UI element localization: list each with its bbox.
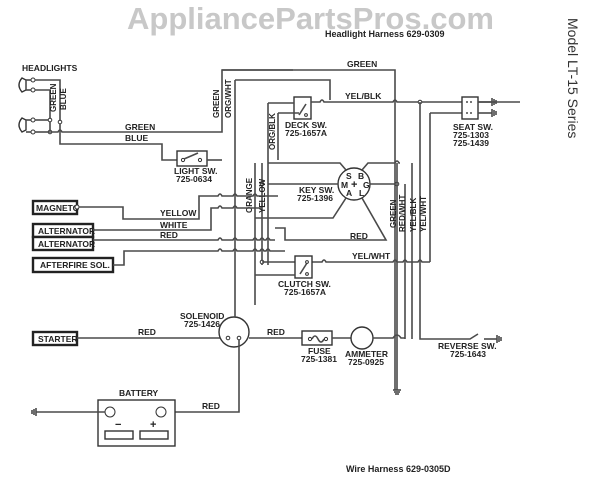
solenoid: SOLENOID 725-1426 <box>180 311 250 348</box>
key-terminal-g: G <box>363 180 370 190</box>
solenoid-part: 725-1426 <box>184 319 220 329</box>
wire-label-red-fuse: RED <box>267 327 285 337</box>
ground-icon-chassis <box>393 389 401 395</box>
solenoid-name: SOLENOID <box>180 311 224 321</box>
wire-label-yelwht: YEL/WHT <box>352 251 391 261</box>
ammeter-name: AMMETER <box>345 349 388 359</box>
starter: STARTER <box>31 330 79 347</box>
wire-label-white: WHITE <box>160 220 188 230</box>
ground-icon-reverse <box>496 335 502 343</box>
key-switch: S B M G A L + KEY SW. 725-1396 <box>297 167 371 203</box>
wire-label-redwht: RED/WHT <box>398 195 407 232</box>
wire-label-red-key: RED <box>350 231 368 241</box>
ammeter: AMMETER 725-0925 <box>345 326 388 367</box>
wire-label-red-battery: RED <box>202 401 220 411</box>
reverse-switch-name: REVERSE SW. <box>438 341 497 351</box>
key-terminal-m: M <box>341 180 348 190</box>
battery-positive: + <box>150 419 156 431</box>
wire-label-red-starter: RED <box>138 327 156 337</box>
deck-switch-name: DECK SW. <box>285 120 327 130</box>
wire-harness-label: Wire Harness 629-0305D <box>346 464 451 474</box>
clutch-switch-part: 725-1657A <box>284 287 326 297</box>
deck-switch-part: 725-1657A <box>285 128 327 138</box>
key-switch-part: 725-1396 <box>297 193 333 203</box>
clutch-switch-name: CLUTCH SW. <box>278 279 331 289</box>
afterfire-label: AFTERFIRE SOL. <box>40 260 110 270</box>
wire-label-yelblk-top: YEL/BLK <box>345 91 382 101</box>
headlight-2-icon <box>18 117 27 133</box>
key-terminal-a: A <box>346 188 352 198</box>
seat-switch-name: SEAT SW. <box>453 122 493 132</box>
svg-text:+: + <box>351 179 357 191</box>
alternator-1-label: ALTERNATOR <box>38 226 95 236</box>
light-switch: LIGHT SW. 725-0634 <box>174 150 217 184</box>
wire-label-red: RED <box>160 230 178 240</box>
ground-icon <box>491 98 497 117</box>
key-switch-name: KEY SW. <box>299 185 334 195</box>
key-terminal-s: S <box>346 171 352 181</box>
battery: BATTERY − + <box>97 388 176 447</box>
wire-label-green-v: GREEN <box>212 89 221 118</box>
magneto-label: MAGNETO <box>36 203 80 213</box>
battery-negative: − <box>115 419 121 431</box>
fuse-name: FUSE <box>308 346 331 356</box>
magneto: MAGNETO <box>31 199 80 216</box>
wire-label-yelblk-v: YEL/BLK <box>409 198 418 232</box>
wire-label-green-right: GREEN <box>389 199 398 228</box>
watermark: AppliancePartsPros.com <box>127 1 494 36</box>
reverse-switch-part: 725-1643 <box>450 349 486 359</box>
alternator-1: ALTERNATOR <box>31 222 95 239</box>
seat-switch-part2: 725-1439 <box>453 138 489 148</box>
wire-label-green-top: GREEN <box>347 59 377 69</box>
wire-label-orange-v: ORANGE <box>245 177 254 213</box>
wire-label-hl-blue: BLUE <box>59 88 68 110</box>
starter-label: STARTER <box>38 334 78 344</box>
ammeter-part: 725-0925 <box>348 357 384 367</box>
wire-label-blue: BLUE <box>125 133 148 143</box>
light-switch-name: LIGHT SW. <box>174 166 217 176</box>
wire-label-orgwht-v: ORG/WHT <box>224 79 233 118</box>
key-terminal-l: L <box>359 188 364 198</box>
wire-label-orgblk-v: ORG/BLK <box>268 113 277 150</box>
headlight-1-icon <box>18 77 27 93</box>
wire-label-yelwht-v: YEL/WHT <box>419 196 428 232</box>
seat-switch: SEAT SW. 725-1303 725-1439 <box>453 96 493 148</box>
model-label: Model LT-15 Series <box>565 18 581 138</box>
afterfire-solenoid: AFTERFIRE SOL. <box>31 256 115 274</box>
wire-label-green: GREEN <box>125 122 155 132</box>
light-switch-part: 725-0634 <box>176 174 212 184</box>
headlights-label: HEADLIGHTS <box>22 63 78 73</box>
wire-label-yellow: YELLOW <box>160 208 197 218</box>
reverse-switch: REVERSE SW. 725-1643 <box>438 341 497 359</box>
alternator-2-label: ALTERNATOR <box>38 239 95 249</box>
clutch-switch: CLUTCH SW. 725-1657A <box>278 255 331 297</box>
wire-label-hl-green: GREEN <box>49 83 58 112</box>
seat-switch-part1: 725-1303 <box>453 130 489 140</box>
fuse-part: 725-1381 <box>301 354 337 364</box>
fuse: FUSE 725-1381 <box>301 330 337 364</box>
headlight-harness-label: Headlight Harness 629-0309 <box>325 29 445 39</box>
key-terminal-b: B <box>358 171 364 181</box>
alternator-2: ALTERNATOR <box>31 235 95 252</box>
ground-icon-battery <box>31 408 37 416</box>
battery-label: BATTERY <box>119 388 159 398</box>
